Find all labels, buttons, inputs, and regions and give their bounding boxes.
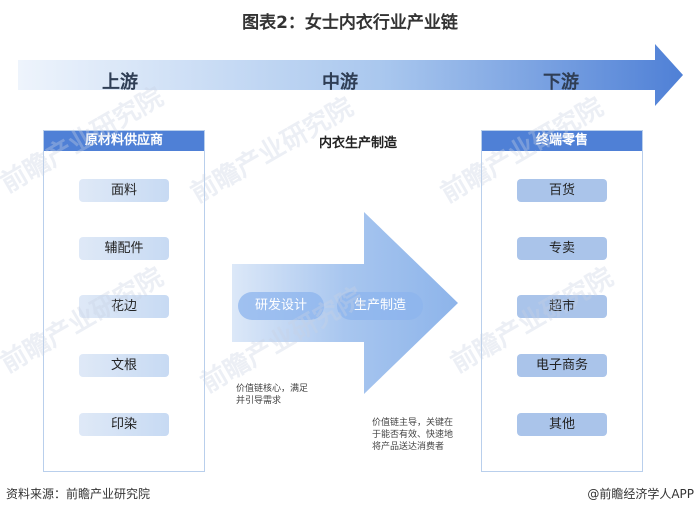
note-line: 价值链核心，满足 [236,384,309,394]
stage-midstream: 中游 [322,72,358,93]
step-production: 生产制造 [337,292,423,320]
source-caption: 资料来源：前瞻产业研究院 [6,487,151,501]
stage-upstream: 上游 [102,72,138,93]
downstream-panel-header: 终端零售 [482,131,642,151]
upstream-panel-header: 原材料供应商 [44,131,204,151]
downstream-item: 电子商务 [517,354,607,377]
note-line: 并引导需求 [236,396,282,406]
note-line: 将产品送达消费者 [372,442,445,452]
step-rnd-design: 研发设计 [238,292,324,320]
note-line: 于能否有效、快速地 [372,430,454,440]
page-title: 图表2：女士内衣行业产业链 [242,13,458,33]
downstream-item: 其他 [517,413,607,436]
downstream-item: 专卖 [517,237,607,260]
note-core-value: 价值链核心，满足 并引导需求 [236,383,308,407]
brand-caption: @前瞻经济学人APP [587,487,694,501]
upstream-item: 文根 [79,354,169,377]
upstream-item: 花边 [79,295,169,318]
upstream-item: 面料 [79,179,169,202]
upstream-item: 辅配件 [79,237,169,260]
upstream-item: 印染 [79,413,169,436]
value-chain-arrow [18,44,683,106]
midstream-header: 内衣生产制造 [318,136,397,151]
downstream-item: 百货 [517,179,607,202]
note-line: 价值链主导，关键在 [372,418,454,428]
note-dominant-value: 价值链主导，关键在 于能否有效、快速地 将产品送达消费者 [372,417,453,453]
downstream-item: 超市 [517,295,607,318]
upstream-panel: 原材料供应商 面料 辅配件 花边 文根 印染 [43,130,205,472]
downstream-panel: 终端零售 百货 专卖 超市 电子商务 其他 [481,130,643,472]
stage-downstream: 下游 [543,72,579,93]
